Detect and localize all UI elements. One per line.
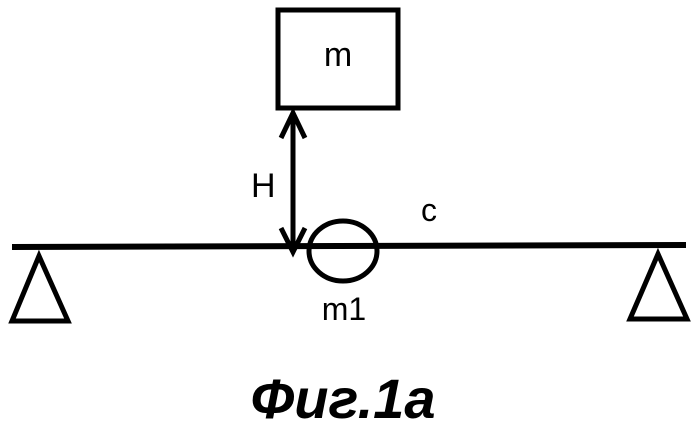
- right-support: [630, 254, 687, 319]
- beam-mass-label: m1: [322, 291, 366, 327]
- beam: [12, 245, 686, 247]
- beam-mass-circle: [309, 221, 377, 281]
- height-label: H: [251, 167, 276, 205]
- stiffness-label: c: [421, 192, 437, 228]
- left-support: [12, 256, 68, 321]
- figure-caption: Фиг.1а: [251, 367, 436, 430]
- mass-label: m: [324, 36, 352, 74]
